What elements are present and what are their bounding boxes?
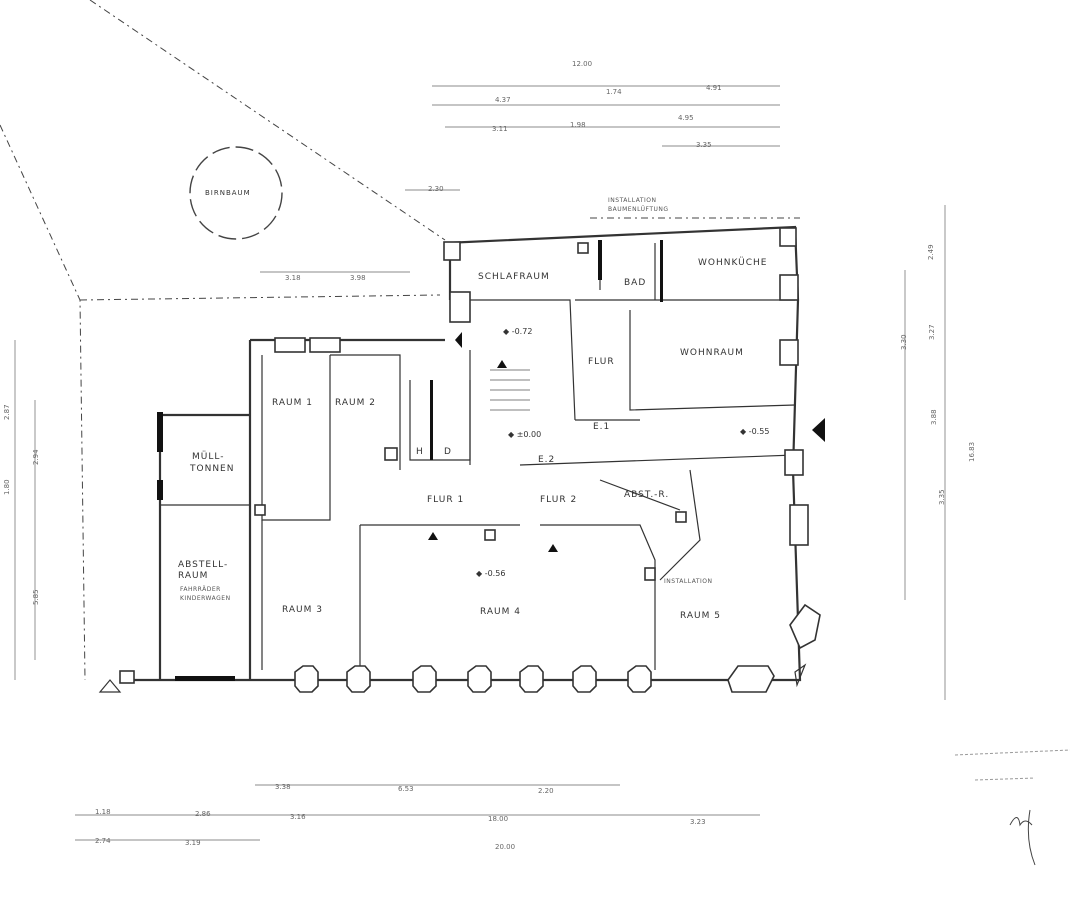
dim-right-327: 3.27 [928,324,936,340]
bad-label: BAD [624,278,647,288]
level-marker-2: ◆ ±0.00 [508,430,542,439]
window-piers [119,227,821,693]
dim-mid-230: 2.30 [428,185,444,193]
installation-top-label: INSTALLATION [608,197,657,204]
h-label: H [416,447,424,457]
level-value-4: -0.56 [484,569,506,578]
pear-tree-symbol [189,146,283,240]
schlafraum-label: SCHLAFRAUM [478,272,550,282]
dim-bot-323: 3.23 [690,818,706,826]
flur1-label: FLUR 1 [427,495,465,505]
level-marker-3: ◆ -0.55 [740,427,770,436]
flur2-label: FLUR 2 [540,495,578,505]
interior-walls [160,243,796,670]
black-wall-segments [157,240,663,681]
dim-right-335: 3.35 [938,489,946,505]
dim-left-180: 1.80 [3,479,11,495]
dim-right-1683: 16.83 [968,441,976,462]
dim-mid-318: 3.18 [285,274,301,282]
dim-left-294: 2.94 [32,449,40,465]
markers [98,332,825,693]
raum3-label: RAUM 3 [282,605,323,615]
installation-mid-label: INSTALLATION [664,578,713,585]
dim-mid-398: 3.98 [350,274,366,282]
dim-bot-338: 3.38 [275,783,291,791]
dim-left-287: 2.87 [3,404,11,420]
dim-bot-653: 6.53 [398,785,414,793]
dim-right-388: 3.88 [930,409,938,425]
dim-bot-274: 2.74 [95,837,111,845]
level-value-3: -0.55 [748,427,770,436]
abstell-label-line2: RAUM [178,571,209,581]
fahrraeder-label: FAHRRÄDER [180,586,221,593]
dim-bot-220: 2.20 [538,787,554,795]
d-label: D [444,447,452,457]
raum4-label: RAUM 4 [480,607,521,617]
e1-label: E.1 [593,422,611,432]
birnbaum-label: BIRNBAUM [205,189,251,197]
dim-top-b2: 1.98 [570,121,586,129]
e2-label: E.2 [538,455,556,465]
property-boundary [0,0,800,681]
wohnkueche-label: WOHNKÜCHE [698,258,768,268]
dim-bot-286: 2.86 [195,810,211,818]
dim-top-a2: 1.74 [606,88,622,96]
dim-top-b1: 3.11 [492,125,508,133]
dim-top-a1: 4.37 [495,96,511,104]
dim-top-total: 12.00 [572,60,593,68]
dim-bot-1800: 18.00 [488,815,509,823]
level-value-1: -0.72 [511,327,533,336]
muell-label-line2: TONNEN [190,464,235,474]
dim-bot-2000: 20.00 [495,843,516,851]
dim-bot-316: 3.16 [290,813,306,821]
kinderwagen-label: KINDERWAGEN [180,595,231,602]
dimension-lines [14,85,946,841]
abstell-label-line1: ABSTELL- [178,560,229,570]
dim-left-585: 5.85 [32,589,40,605]
baumentlueftung-label: BAUMENLÜFTUNG [608,206,669,213]
dim-top-a3: 4.91 [706,84,722,92]
level-value-2: ±0.00 [516,430,542,439]
dim-right-249: 2.49 [927,244,935,260]
muell-label-line1: MÜLL- [192,452,225,462]
wohnraum-label: WOHNRAUM [680,348,744,358]
flur-label: FLUR [588,357,615,367]
raum2-label: RAUM 2 [335,398,376,408]
abstr-label: ABST.-R. [624,490,670,500]
dim-bot-118: 1.18 [95,808,111,816]
level-marker-1: ◆ -0.72 [503,327,533,336]
dim-top-b3: 4.95 [678,114,694,122]
dim-bot-319: 3.19 [185,839,201,847]
dim-right-330: 3.30 [900,334,908,350]
dim-top-c1: 3.35 [696,141,712,149]
stair-symbol [490,369,530,411]
raum5-label: RAUM 5 [680,611,721,621]
level-marker-4: ◆ -0.56 [476,569,506,578]
signature [954,749,1071,866]
raum1-label: RAUM 1 [272,398,313,408]
